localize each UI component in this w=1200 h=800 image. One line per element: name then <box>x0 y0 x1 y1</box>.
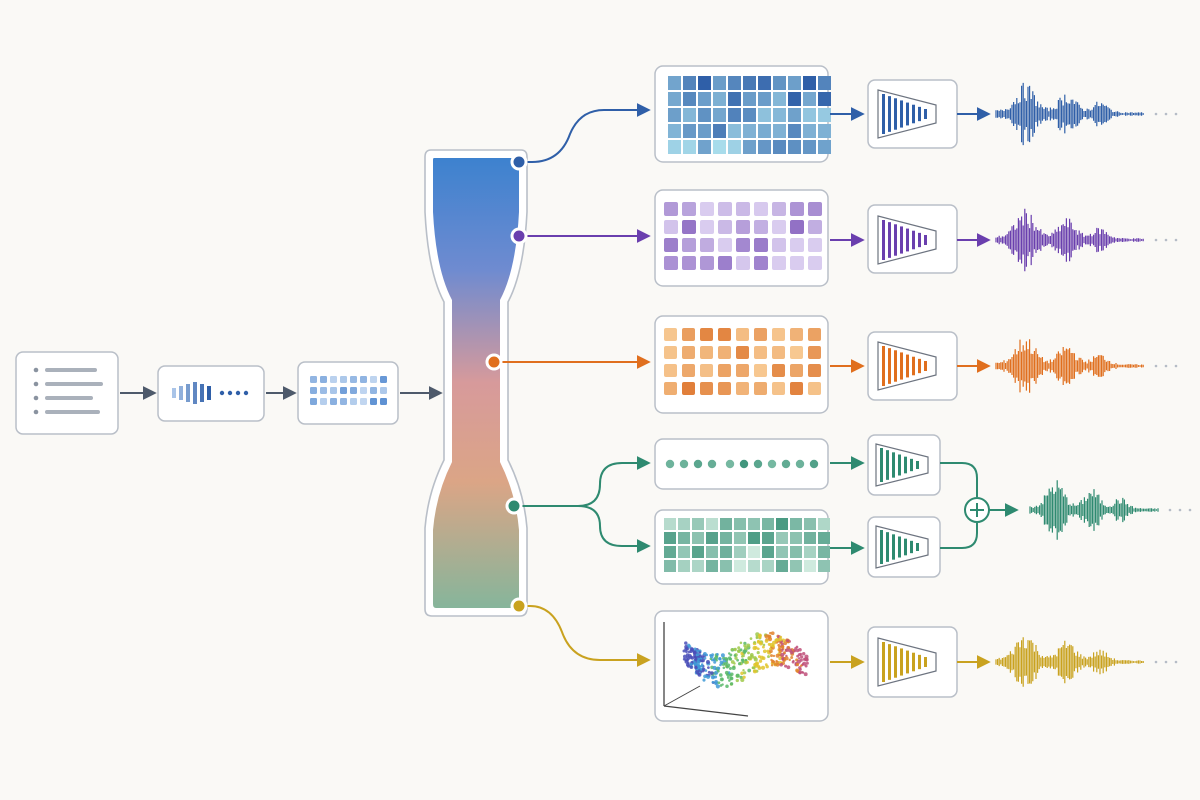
decoder-funnel-icon <box>877 341 937 391</box>
representation-node-purple <box>654 189 829 287</box>
decoder-node-teal-lower <box>867 516 941 578</box>
token-bars-icon <box>172 382 249 404</box>
representation-node-teal-upper <box>654 438 829 490</box>
tap-node-orange <box>485 353 503 371</box>
merge-line-upper <box>940 462 978 497</box>
decoder-funnel-icon <box>875 443 929 487</box>
codebook-grid-icon <box>668 76 831 154</box>
merge-line-lower <box>940 523 978 549</box>
tap-node-gold <box>510 597 528 615</box>
waveform-icon <box>995 82 1178 146</box>
codebook-grid-icon <box>664 328 821 395</box>
waveform-icon <box>995 339 1178 393</box>
decoder-funnel-icon <box>877 637 937 687</box>
waveform-icon <box>995 637 1178 687</box>
embedding-node <box>297 361 399 425</box>
decoder-node-gold <box>867 626 958 698</box>
codebook-grid-icon <box>664 518 830 572</box>
decoder-node-blue <box>867 79 958 149</box>
representation-node-teal-lower <box>654 509 830 585</box>
text-lines-icon <box>33 367 103 415</box>
representation-node-orange <box>654 315 829 414</box>
tap-node-blue <box>510 153 528 171</box>
text-input-node <box>15 351 119 435</box>
representation-node-blue <box>654 65 831 163</box>
connector-teal-split-lower <box>577 505 651 553</box>
representation-node-gold <box>654 610 829 722</box>
embedding-grid-icon <box>310 376 387 405</box>
codebook-grid-icon <box>664 202 822 270</box>
waveform-icon <box>995 208 1178 272</box>
branch-blue <box>510 65 1178 171</box>
connector-teal-split <box>514 456 651 507</box>
token-node <box>157 365 265 422</box>
sum-circle-icon <box>964 497 990 523</box>
branch-gold <box>510 597 1178 722</box>
latent-points-icon <box>665 459 819 469</box>
encoder-trunk <box>424 149 528 617</box>
branch-teal <box>505 434 1192 585</box>
decoder-node-orange <box>867 331 958 401</box>
decoder-node-purple <box>867 204 958 274</box>
decoder-node-teal-upper <box>867 434 941 496</box>
branch-purple <box>510 189 1178 287</box>
decoder-funnel-icon <box>877 215 937 265</box>
decoder-funnel-icon <box>875 525 929 569</box>
tap-node-teal <box>505 497 523 515</box>
tap-node-purple <box>510 227 528 245</box>
connector-gold <box>519 605 651 667</box>
decoder-funnel-icon <box>877 89 937 139</box>
waveform-icon <box>1029 480 1192 540</box>
latent-points-icon <box>682 631 809 689</box>
branch-orange <box>485 315 1178 414</box>
connector-blue <box>519 103 651 163</box>
latent-axes <box>663 622 749 717</box>
